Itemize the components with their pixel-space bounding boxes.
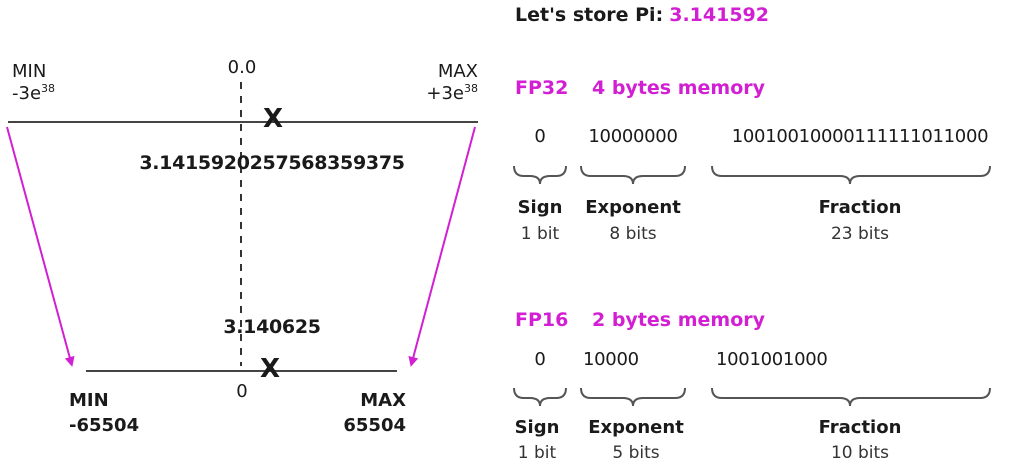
fp32-memory: 4 bytes memory <box>592 77 766 99</box>
fp32-min-base: -3e <box>12 83 42 104</box>
fp16-memory: 2 bytes memory <box>592 309 766 331</box>
fp16-exponent-brace <box>580 387 686 407</box>
fp16-max-label: MAX <box>360 390 406 411</box>
fp16-exponent-size: 5 bits <box>612 443 660 463</box>
fp32-min-value: -3e38 <box>12 82 56 104</box>
fp16-sign-bits: 0 <box>534 349 546 370</box>
fp16-fraction-size: 10 bits <box>830 443 890 463</box>
fp16-zero-label: 0 <box>236 381 248 402</box>
fp16-max-value: 65504 <box>343 415 406 436</box>
fp32-exponent-size: 8 bits <box>609 224 657 244</box>
fp32-sign-bits: 0 <box>534 126 546 147</box>
fp16-sign-size: 1 bit <box>517 443 557 463</box>
fp16-pi-marker: X <box>259 354 281 384</box>
fp16-fraction-bits: 1001001000 <box>716 349 828 370</box>
fp16-sign-brace <box>513 387 567 407</box>
fp32-min-exp: 38 <box>41 82 56 95</box>
fp32-exponent-label: Exponent <box>585 197 681 218</box>
fp32-max-value: +3e38 <box>426 82 478 104</box>
fp32-max-base: +3e <box>426 83 464 104</box>
fp32-stored-value: 3.1415920257568359375 <box>139 152 405 174</box>
fp32-max-label: MAX <box>437 61 478 82</box>
fp32-min-label: MIN <box>12 61 47 82</box>
title-prefix: Let's store Pi: <box>515 4 664 26</box>
fp32-name: FP32 <box>515 77 569 99</box>
fp16-sign-label: Sign <box>514 417 560 438</box>
fp32-fraction-bits: 10010010000111111011000 <box>731 126 989 147</box>
fp32-pi-marker: X <box>262 104 284 134</box>
fp32-exponent-brace <box>580 165 686 185</box>
fp32-sign-brace <box>513 165 567 185</box>
fp32-fraction-brace <box>711 165 991 185</box>
fp16-min-value: -65504 <box>69 415 140 436</box>
fp16-fraction-brace <box>711 387 991 407</box>
fp16-exponent-bits: 10000 <box>583 349 639 370</box>
fp16-min-label: MIN <box>69 390 109 411</box>
fp16-exponent-label: Exponent <box>588 417 684 438</box>
fp32-sign-label: Sign <box>517 197 563 218</box>
pi-value: 3.141592 <box>669 4 769 26</box>
title: Let's store Pi: 3.141592 <box>515 4 769 26</box>
fp32-fraction-label: Fraction <box>818 197 902 218</box>
min-mapping-arrow <box>6 126 75 367</box>
fp32-zero-label: 0.0 <box>227 57 257 78</box>
fp32-exponent-bits: 10000000 <box>588 126 678 147</box>
fp16-fraction-label: Fraction <box>818 417 902 438</box>
fp16-name: FP16 <box>515 309 569 331</box>
fp16-stored-value: 3.140625 <box>223 316 321 338</box>
fp32-sign-size: 1 bit <box>520 224 560 244</box>
fp32-max-exp: 38 <box>464 82 478 95</box>
fp32-fraction-size: 23 bits <box>830 224 890 244</box>
max-mapping-arrow <box>408 126 476 367</box>
